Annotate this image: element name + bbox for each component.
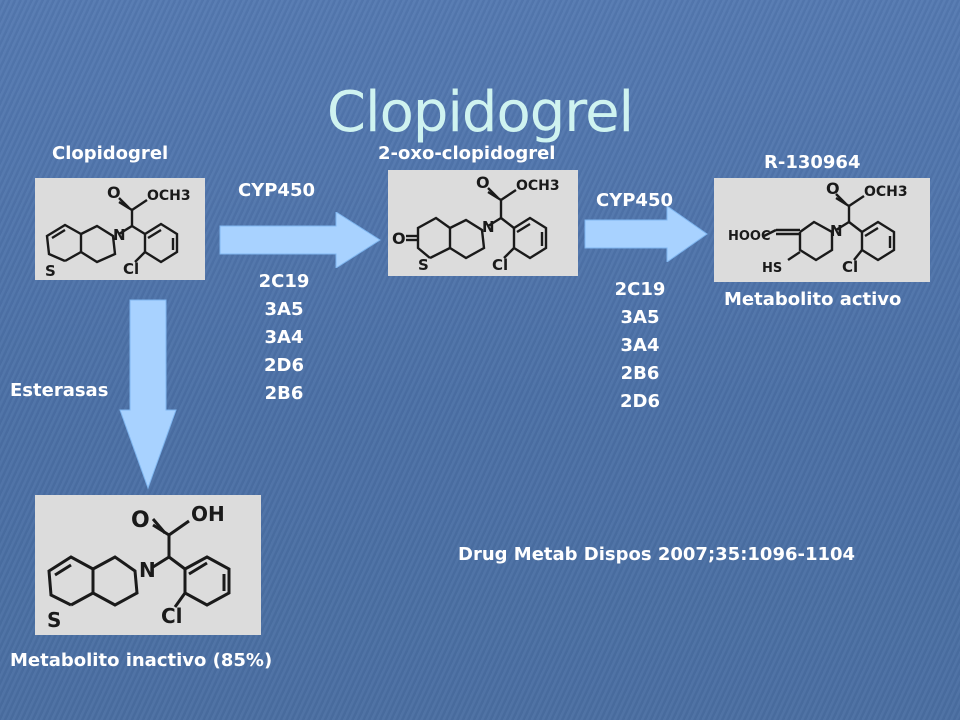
enzyme-label-step2: CYP450 [596,190,674,211]
atom-hs: HS [762,261,782,276]
isoform-item: 3A5 [264,299,304,320]
atom-ester: OCH3 [516,178,560,194]
atom-cl: Cl [842,258,858,276]
atom-ester: OCH3 [864,184,908,200]
molecule-clopidogrel: O OCH3 N S Cl [45,183,191,280]
isoform-item: 2B6 [264,383,304,404]
structure-r-130964: HOOC O OCH3 N HS Cl [714,178,930,282]
structure-inactive-metabolite: O OH N S Cl [35,495,261,635]
atom-cl: Cl [123,260,139,278]
atom-ester: OCH3 [147,188,191,204]
isoform-item: 2C19 [614,279,666,300]
atom-o: O [476,173,490,192]
atom-o: O [826,179,840,198]
compound-name-2-oxo-clopidogrel: 2-oxo-clopidogrel [378,143,556,164]
atom-s: S [45,262,56,280]
atom-o-ring: O [392,229,406,248]
isoform-item: 3A4 [264,327,304,348]
reaction-arrow-step1 [219,212,381,268]
atom-o: O [131,508,150,533]
atom-acid: HOOC [728,229,771,244]
enzyme-label-step1: CYP450 [238,180,316,201]
atom-oh: OH [191,502,225,526]
enzyme-label-esterasas: Esterasas [10,380,109,401]
molecule-2-oxo-clopidogrel: O O OCH3 N S Cl [392,173,560,274]
atom-o: O [107,183,121,202]
isoform-list-step1: 2C19 3A5 3A4 2D6 2B6 [252,268,316,408]
isoform-item: 3A4 [620,335,660,356]
atom-n: N [482,218,495,236]
atom-n: N [830,222,843,240]
atom-cl: Cl [492,256,508,274]
compound-name-clopidogrel: Clopidogrel [52,143,169,164]
atom-n: N [139,558,156,582]
structure-clopidogrel: O OCH3 N S Cl [35,178,205,280]
hydrolysis-arrow [119,299,177,490]
isoform-item: 2B6 [620,363,660,384]
reaction-arrow-step2 [584,206,708,262]
reference-citation: Drug Metab Dispos 2007;35:1096-1104 [458,544,856,565]
compound-name-r-130964: R-130964 [764,152,861,173]
caption-inactive-metabolite: Metabolito inactivo (85%) [10,650,273,671]
isoform-item: 3A5 [620,307,660,328]
atom-cl: Cl [161,604,183,628]
atom-s: S [418,256,429,274]
slide-title: Clopidogrel [326,80,634,145]
molecule-inactive-metabolite: O OH N S Cl [47,502,231,632]
isoform-item: 2C19 [258,271,310,292]
molecule-r-130964: HOOC O OCH3 N HS Cl [728,179,908,276]
atom-s: S [47,608,61,632]
structure-2-oxo-clopidogrel: O O OCH3 N S Cl [388,170,578,276]
caption-active-metabolite: Metabolito activo [724,289,902,310]
atom-n: N [113,226,126,244]
isoform-item: 2D6 [620,391,660,412]
isoform-item: 2D6 [264,355,304,376]
isoform-list-step2: 2C19 3A5 3A4 2B6 2D6 [608,276,672,416]
